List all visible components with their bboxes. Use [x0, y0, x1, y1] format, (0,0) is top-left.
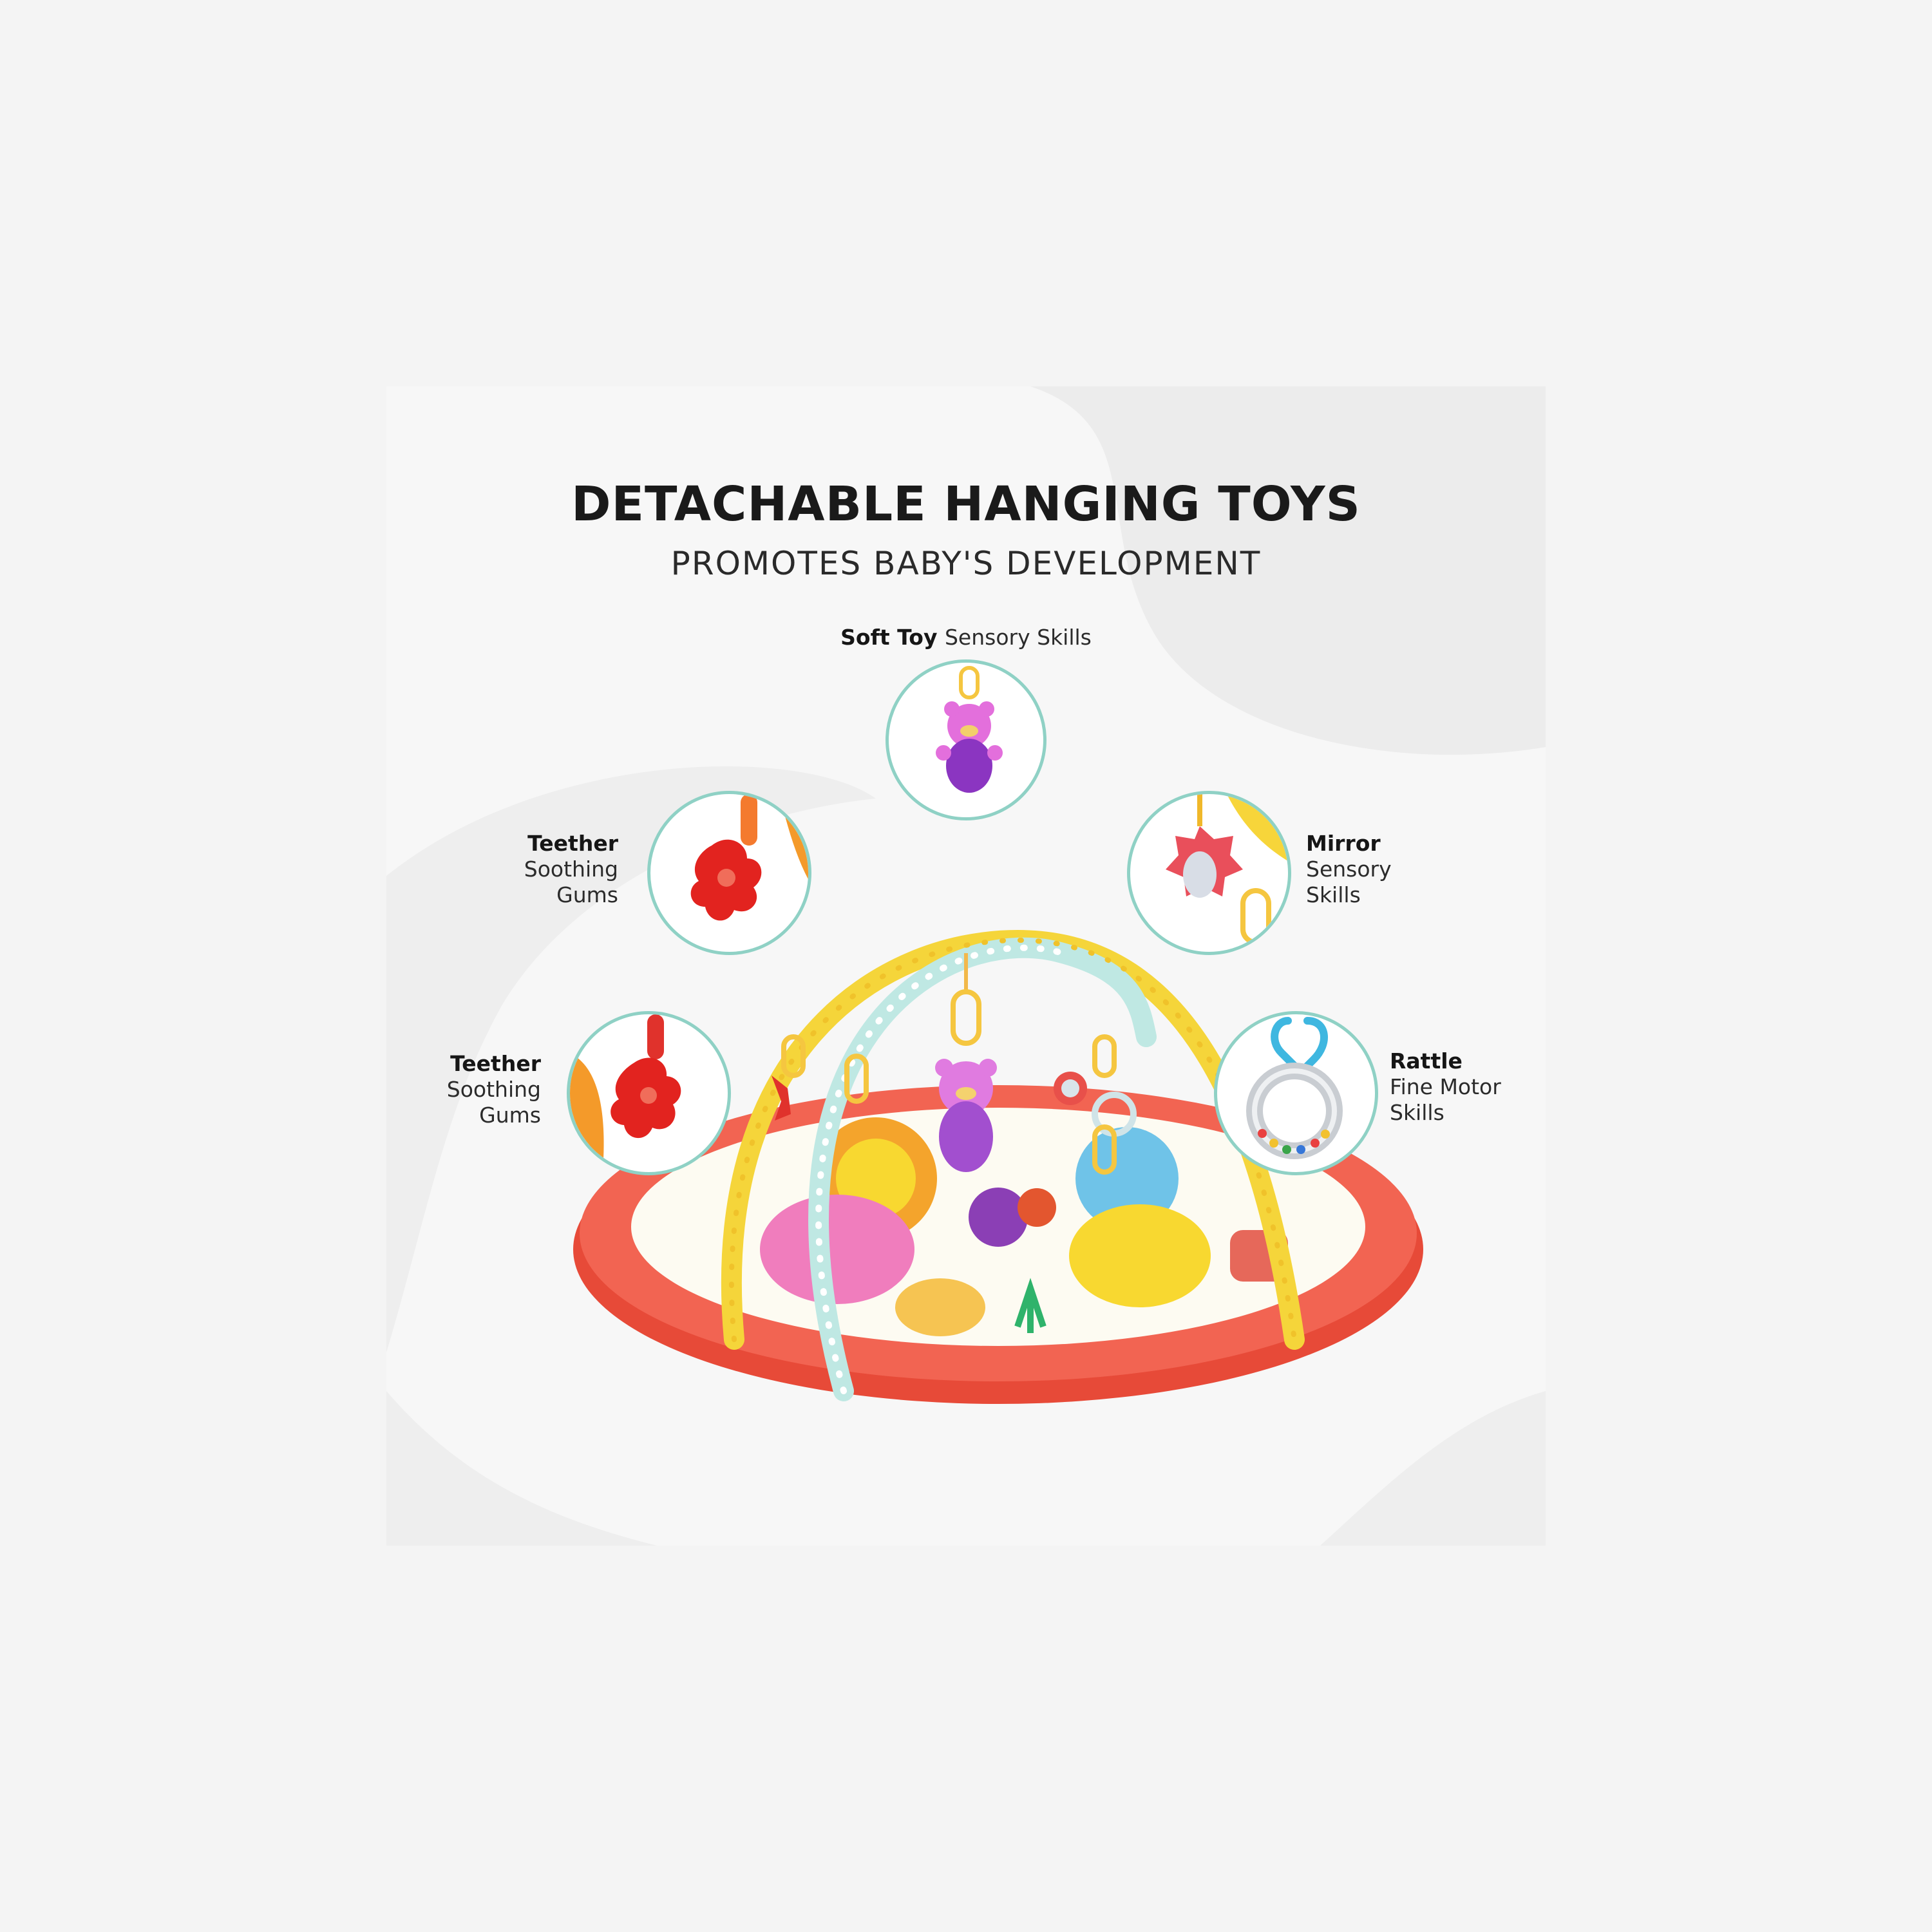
teether-upper-name: Teether — [527, 831, 618, 856]
teether-icon — [570, 1014, 681, 1172]
soft-toy-name: Soft Toy — [840, 625, 945, 650]
soft-toy-callout — [886, 659, 1046, 820]
teether-lower-name: Teether — [450, 1051, 541, 1076]
rattle-name: Rattle — [1390, 1048, 1463, 1074]
mirror-desc-2: Skills — [1306, 882, 1361, 907]
rattle-desc-2: Skills — [1390, 1100, 1444, 1125]
rattle-icon — [1246, 1017, 1343, 1159]
bear-toy-icon — [936, 666, 1003, 793]
teether-icon — [690, 794, 808, 921]
page-subtitle: PROMOTES BABY'S DEVELOPMENT — [670, 545, 1262, 582]
mirror-callout — [1127, 791, 1291, 955]
rattle-label: Rattle Fine Motor Skills — [1390, 1048, 1538, 1126]
teether-lower-desc-1: Soothing — [446, 1077, 541, 1102]
teether-lower-label: Teether Soothing Gums — [431, 1051, 541, 1128]
soft-toy-desc: Sensory Skills — [944, 625, 1092, 650]
soft-toy-label: Soft Toy Sensory Skills — [386, 625, 1546, 650]
teether-upper-desc-1: Soothing — [524, 857, 618, 882]
teether-lower-desc-2: Gums — [479, 1103, 541, 1128]
rattle-desc-1: Fine Motor — [1390, 1074, 1501, 1099]
teether-upper-callout — [647, 791, 811, 955]
page-title: DETACHABLE HANGING TOYS — [571, 477, 1361, 532]
teether-lower-callout — [567, 1011, 731, 1175]
background-swoosh — [386, 386, 1546, 1546]
product-card: DETACHABLE HANGING TOYS PROMOTES BABY'S … — [386, 386, 1546, 1546]
rattle-callout — [1214, 1011, 1378, 1175]
teether-upper-desc-2: Gums — [556, 882, 618, 907]
teether-upper-label: Teether Soothing Gums — [509, 831, 618, 908]
mirror-name: Mirror — [1306, 831, 1381, 856]
mirror-desc-1: Sensory — [1306, 857, 1392, 882]
play-gym-illustration — [573, 929, 1423, 1404]
hanging-bear — [935, 953, 997, 1172]
mirror-icon — [1166, 794, 1288, 945]
mirror-label: Mirror Sensory Skills — [1306, 831, 1435, 908]
